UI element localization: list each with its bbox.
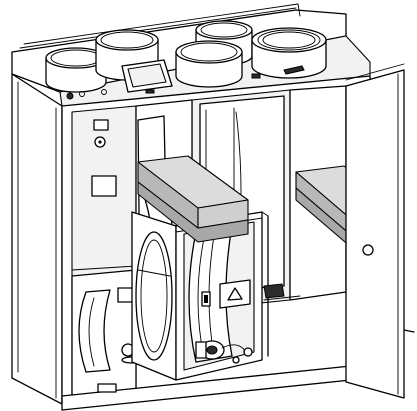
warning-triangle-icon bbox=[227, 287, 243, 301]
control-panel-display-icon bbox=[127, 63, 167, 88]
door-handle[interactable] bbox=[362, 244, 374, 256]
duct-spigot-5 bbox=[251, 27, 327, 79]
duct-spigot-4 bbox=[175, 40, 243, 88]
duct-spigot-1 bbox=[45, 47, 107, 93]
roof-connectors bbox=[66, 65, 305, 100]
control-panel[interactable] bbox=[121, 59, 173, 94]
cabinet-door-open[interactable] bbox=[345, 63, 415, 399]
filter-left[interactable] bbox=[137, 155, 249, 243]
rotor-motor bbox=[195, 340, 253, 364]
left-compartment bbox=[71, 119, 137, 271]
cabinet-left-side bbox=[11, 73, 63, 405]
